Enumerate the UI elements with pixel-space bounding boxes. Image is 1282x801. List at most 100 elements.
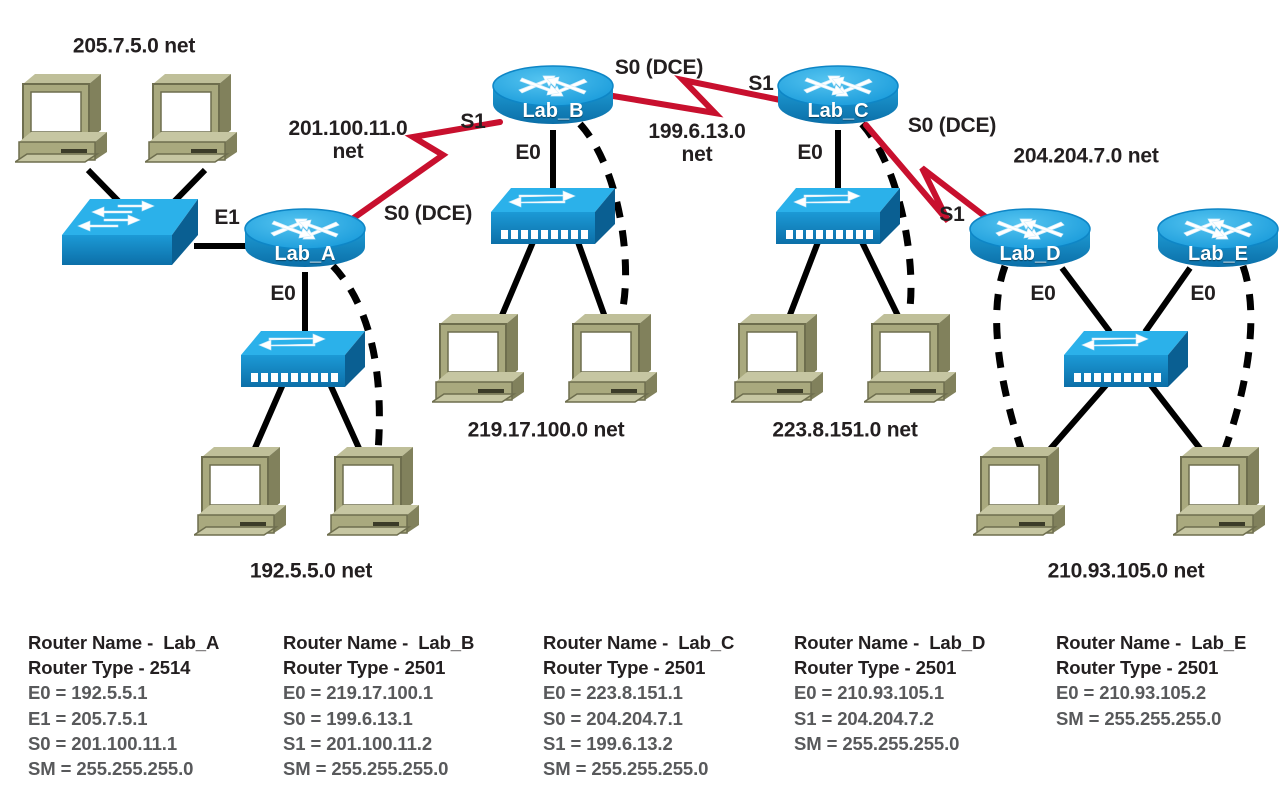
interface-label: E1 <box>214 206 240 229</box>
network-address-label: 219.17.100.0 net <box>467 418 625 442</box>
router-interface-config-line: E0 = 219.17.100.1 <box>283 682 434 704</box>
router-type-text: Router Type - 2514 <box>28 657 191 679</box>
router-config-block: Router Name - Lab_B Router Type - 2501 E0 … <box>283 630 474 781</box>
router-name-label: Lab_E <box>1187 243 1249 265</box>
host-computer[interactable] <box>142 68 241 168</box>
router-interface-config-line: E0 = 210.93.105.2 <box>1056 682 1207 704</box>
router-type-text: Router Type - 2501 <box>1056 657 1219 679</box>
pc-icon <box>970 447 1065 536</box>
router-interface-config-line: E0 = 210.93.105.1 <box>794 682 945 704</box>
interface-label: S1 <box>460 110 486 133</box>
interface-label: S1 <box>748 72 774 95</box>
switch-icon <box>241 331 365 387</box>
host-computer[interactable] <box>728 308 827 408</box>
pc-icon <box>324 447 419 536</box>
network-address-label: 223.8.151.0 net <box>772 418 918 442</box>
pc-icon <box>191 447 286 536</box>
router-config-block: Router Name - Lab_A Router Type - 2514 E0 … <box>28 630 219 781</box>
host-computer[interactable] <box>429 308 528 408</box>
host-computer[interactable] <box>861 308 960 408</box>
router-icon <box>492 65 614 124</box>
host-computer[interactable] <box>1170 441 1269 541</box>
router-lab_d[interactable]: Lab_D <box>968 199 1092 277</box>
router-interface-config-line: S0 = 201.100.11.1 <box>28 732 178 754</box>
interface-label: S1 <box>939 203 965 226</box>
router-interface-config-line: S0 = 204.204.7.1 <box>543 707 683 729</box>
router-icon <box>777 65 899 124</box>
switch-icon <box>776 188 900 244</box>
router-name-label: Lab_A <box>274 243 336 265</box>
pc-icon <box>562 314 657 403</box>
host-computer[interactable] <box>562 308 661 408</box>
router-interface-config-line: S1 = 204.204.7.2 <box>794 707 934 729</box>
router-type-text: Router Type - 2501 <box>794 657 957 679</box>
network-switch[interactable] <box>776 182 900 248</box>
router-lab_a[interactable]: Lab_A <box>243 199 367 277</box>
router-name-text: Router Name - Lab_D <box>794 632 986 653</box>
router-interface-config-line: SM = 255.255.255.0 <box>543 758 709 780</box>
network-address-label: 201.100.11.0 net <box>288 117 408 163</box>
network-address-label: 205.7.5.0 net <box>72 34 196 58</box>
router-config-block: Router Name - Lab_E Router Type - 2501 E0 … <box>1056 630 1246 731</box>
pc-icon <box>1170 447 1265 536</box>
ethernet-link <box>1059 266 1113 334</box>
router-name-text: Router Name - Lab_A <box>28 632 220 653</box>
router-interface-config-line: SM = 255.255.255.0 <box>283 758 449 780</box>
router-config-block: Router Name - Lab_D Router Type - 2501 E0 … <box>794 630 985 756</box>
router-interface-config-line: E0 = 223.8.151.1 <box>543 682 683 704</box>
router-name-text: Router Name - Lab_E <box>1056 632 1247 653</box>
ethernet-link <box>1142 266 1193 334</box>
router-name-label: Lab_B <box>522 100 584 122</box>
network-switch[interactable] <box>241 325 365 391</box>
multiport-switch-icon <box>62 199 198 265</box>
router-interface-config-line: SM = 255.255.255.0 <box>28 758 194 780</box>
router-lab_b[interactable]: Lab_B <box>491 56 615 134</box>
host-computer[interactable] <box>970 441 1069 541</box>
router-interface-config-line: E1 = 205.7.5.1 <box>28 707 148 729</box>
interface-label: E0 <box>270 282 296 305</box>
router-icon <box>969 208 1091 267</box>
interface-label: S0 (DCE) <box>383 202 473 225</box>
network-address-label: 192.5.5.0 net <box>249 559 373 583</box>
host-computer[interactable] <box>12 68 111 168</box>
interface-label: E0 <box>1030 282 1056 305</box>
router-interface-config-line: SM = 255.255.255.0 <box>794 732 960 754</box>
pc-icon <box>142 74 237 163</box>
switch-icon <box>1064 331 1188 387</box>
host-computer[interactable] <box>191 441 290 541</box>
interface-label: E0 <box>1190 282 1216 305</box>
network-switch[interactable] <box>491 182 615 248</box>
router-interface-config-line: SM = 255.255.255.0 <box>1056 707 1222 729</box>
router-config-block: Router Name - Lab_C Router Type - 2501 E0 … <box>543 630 734 781</box>
router-lab_c[interactable]: Lab_C <box>776 56 900 134</box>
pc-icon <box>429 314 524 403</box>
switch-icon <box>491 188 615 244</box>
network-address-label: 199.6.13.0 net <box>648 120 746 166</box>
dashed-link <box>993 264 1026 454</box>
router-type-text: Router Type - 2501 <box>543 657 706 679</box>
host-computer[interactable] <box>324 441 423 541</box>
pc-icon <box>728 314 823 403</box>
interface-label: S0 (DCE) <box>614 56 704 79</box>
router-interface-config-line: E0 = 192.5.5.1 <box>28 682 148 704</box>
router-name-label: Lab_D <box>999 243 1061 265</box>
pc-icon <box>861 314 956 403</box>
router-icon <box>1157 208 1279 267</box>
router-name-text: Router Name - Lab_B <box>283 632 475 653</box>
network-switch[interactable] <box>62 195 198 269</box>
network-address-label: 210.93.105.0 net <box>1047 559 1205 583</box>
router-name-text: Router Name - Lab_C <box>543 632 735 653</box>
interface-label: E0 <box>797 141 823 164</box>
router-icon <box>244 208 366 267</box>
router-name-label: Lab_C <box>807 100 869 122</box>
pc-icon <box>12 74 107 163</box>
router-interface-config-line: S1 = 199.6.13.2 <box>543 732 673 754</box>
network-address-label: 204.204.7.0 net <box>1013 144 1159 168</box>
router-lab_e[interactable]: Lab_E <box>1156 199 1280 277</box>
dashed-link <box>1220 264 1255 454</box>
router-interface-config-line: S0 = 199.6.13.1 <box>283 707 413 729</box>
network-switch[interactable] <box>1064 325 1188 391</box>
router-interface-config-line: S1 = 201.100.11.2 <box>283 732 433 754</box>
router-type-text: Router Type - 2501 <box>283 657 446 679</box>
